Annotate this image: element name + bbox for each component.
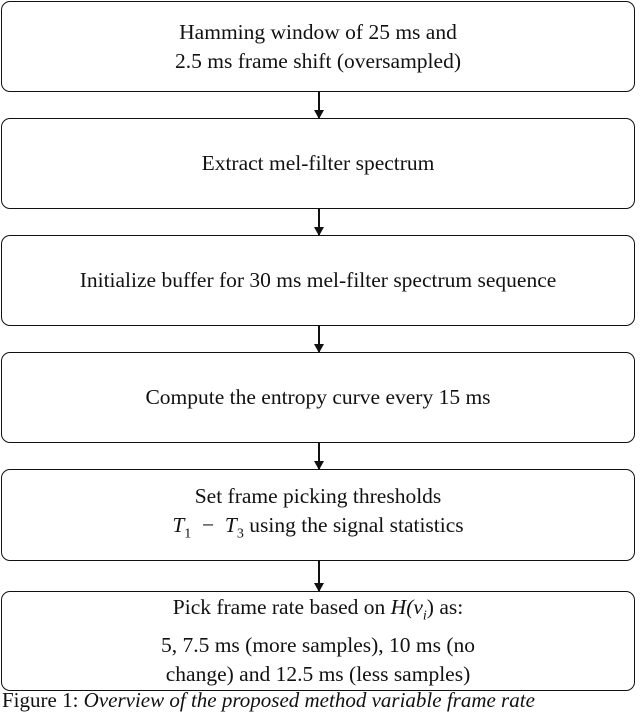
step-6-line-1-close: ) as: [426, 595, 464, 620]
step-5-line-1: Set frame picking thresholds [194, 483, 442, 508]
threshold-rest-text: using the signal statistics [243, 512, 464, 537]
arrow-5-6 [314, 561, 324, 592]
arrow-3-4 [314, 326, 324, 353]
step-5-line-2: T1 − T3 using the signal statistics [172, 511, 463, 548]
threshold-t1-symbol: T [172, 512, 185, 537]
step-extract-mel: Extract mel-filter spectrum [1, 118, 635, 209]
step-set-thresholds: Set frame picking thresholds T1 − T3 usi… [1, 469, 635, 561]
step-6-line-3: change) and 12.5 ms (less samples) [165, 661, 471, 686]
step-6-line-2: 5, 7.5 ms (more samples), 10 ms (no [160, 632, 476, 657]
step-6-line-1-text: Pick frame rate based on [172, 595, 391, 620]
caption-prefix: Figure 1: [2, 688, 79, 712]
entropy-symbol: H(ν [390, 595, 423, 620]
threshold-dash: − [202, 512, 215, 537]
caption-text: Overview of the proposed method variable… [83, 688, 535, 712]
step-pick-frame-rate: Pick frame rate based on H(νi) as: 5, 7.… [1, 591, 635, 691]
step-3-line-1: Initialize buffer for 30 ms mel-filter s… [79, 268, 557, 292]
threshold-t3-subscript: 3 [236, 526, 244, 542]
step-6-line-1: Pick frame rate based on H(νi) as: [173, 593, 463, 630]
step-compute-entropy: Compute the entropy curve every 15 ms [1, 352, 635, 443]
threshold-t1-subscript: 1 [184, 526, 192, 542]
arrow-2-3 [314, 209, 324, 236]
arrow-4-5 [314, 443, 324, 470]
threshold-t3-symbol: T [224, 512, 237, 537]
step-2-line-1: Extract mel-filter spectrum [201, 151, 435, 175]
arrow-1-2 [314, 92, 324, 119]
figure-caption: Figure 1: Overview of the proposed metho… [2, 688, 638, 713]
step-initialize-buffer: Initialize buffer for 30 ms mel-filter s… [1, 235, 635, 326]
entropy-subscript: i [422, 608, 427, 624]
step-4-line-1: Compute the entropy curve every 15 ms [145, 385, 491, 409]
step-1-line-2: 2.5 ms frame shift (oversampled) [175, 48, 461, 73]
step-1-line-1: Hamming window of 25 ms and [179, 19, 457, 44]
step-hamming-window: Hamming window of 25 ms and 2.5 ms frame… [1, 1, 635, 92]
